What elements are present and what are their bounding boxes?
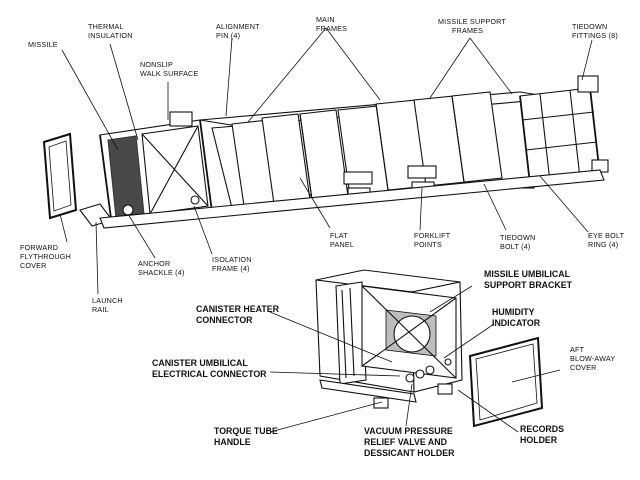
svg-text:FITTINGS (8): FITTINGS (8): [572, 31, 618, 40]
label-vacuum-pressure-relief-valve: VACUUM PRESSURE RELIEF VALVE AND DESSICA…: [364, 426, 455, 458]
svg-text:PANEL: PANEL: [330, 240, 354, 249]
svg-text:FLAT: FLAT: [330, 231, 348, 240]
label-canister-heater-connector: CANISTER HEATER CONNECTOR: [196, 304, 280, 325]
svg-text:TORQUE TUBE: TORQUE TUBE: [214, 426, 278, 436]
aft-end-frame: [511, 75, 609, 189]
label-missile-umbilical-support-bracket: MISSILE UMBILICAL SUPPORT BRACKET: [484, 269, 573, 290]
svg-text:TIEDOWN: TIEDOWN: [500, 233, 535, 242]
svg-text:VACUUM PRESSURE: VACUUM PRESSURE: [364, 426, 453, 436]
svg-text:HUMIDITY: HUMIDITY: [492, 307, 535, 317]
svg-text:COVER: COVER: [20, 261, 47, 270]
label-alignment-pin: ALIGNMENT PIN (4): [216, 22, 260, 40]
svg-text:MISSILE: MISSILE: [28, 40, 58, 49]
label-isolation-frame: ISOLATION FRAME (4): [212, 255, 252, 273]
svg-text:ELECTRICAL CONNECTOR: ELECTRICAL CONNECTOR: [152, 369, 267, 379]
svg-text:FORKLIFT: FORKLIFT: [414, 231, 451, 240]
svg-text:SUPPORT BRACKET: SUPPORT BRACKET: [484, 280, 573, 290]
svg-text:TIEDOWN: TIEDOWN: [572, 22, 607, 31]
svg-text:FORWARD: FORWARD: [20, 243, 58, 252]
svg-text:ALIGNMENT: ALIGNMENT: [216, 22, 260, 31]
svg-text:FRAMES: FRAMES: [316, 24, 347, 33]
svg-text:COVER: COVER: [570, 363, 597, 372]
svg-text:RECORDS: RECORDS: [520, 424, 564, 434]
canister-body: [42, 75, 609, 229]
main-frames: [231, 91, 503, 207]
svg-text:FRAME (4): FRAME (4): [212, 264, 250, 273]
label-thermal-insulation: THERMAL INSULATION: [88, 22, 133, 40]
svg-text:LAUNCH: LAUNCH: [92, 296, 123, 305]
label-launch-rail: LAUNCH RAIL: [92, 296, 123, 314]
aft-end-detail: [315, 269, 463, 409]
leader-lines-top: [59, 27, 593, 295]
label-forward-flythrough-cover: FORWARD FLYTHROUGH COVER: [20, 243, 71, 270]
svg-text:INSULATION: INSULATION: [88, 31, 133, 40]
svg-text:BLOW-AWAY: BLOW-AWAY: [570, 354, 615, 363]
label-aft-blow-away-cover: AFT BLOW-AWAY COVER: [570, 345, 615, 372]
svg-text:MISSILE UMBILICAL: MISSILE UMBILICAL: [484, 269, 571, 279]
label-missile: MISSILE: [28, 40, 58, 49]
svg-text:SHACKLE (4): SHACKLE (4): [138, 268, 185, 277]
leader-lines-bottom: [269, 285, 561, 433]
svg-text:POINTS: POINTS: [414, 240, 442, 249]
svg-text:ANCHOR: ANCHOR: [138, 259, 170, 268]
svg-text:DESSICANT HOLDER: DESSICANT HOLDER: [364, 448, 455, 458]
svg-text:EYE BOLT: EYE BOLT: [588, 231, 625, 240]
base-rail: [99, 169, 605, 229]
label-main-frames: MAIN FRAMES: [316, 15, 347, 33]
svg-text:RING (4): RING (4): [588, 240, 618, 249]
aft-blow-away-cover: [468, 336, 544, 428]
svg-text:WALK SURFACE: WALK SURFACE: [140, 69, 198, 78]
forward-flythrough-cover: [42, 132, 78, 220]
svg-text:HANDLE: HANDLE: [214, 437, 251, 447]
svg-text:THERMAL: THERMAL: [88, 22, 124, 31]
svg-text:AFT: AFT: [570, 345, 585, 354]
svg-text:NONSLIP: NONSLIP: [140, 60, 173, 69]
svg-text:PIN (4): PIN (4): [216, 31, 240, 40]
label-tiedown-bolt: TIEDOWN BOLT (4): [500, 233, 535, 251]
svg-text:FRAMES: FRAMES: [452, 26, 483, 35]
svg-text:RELIEF VALVE AND: RELIEF VALVE AND: [364, 437, 447, 447]
svg-text:INDICATOR: INDICATOR: [492, 318, 541, 328]
svg-text:ISOLATION: ISOLATION: [212, 255, 252, 264]
svg-text:MAIN: MAIN: [316, 15, 335, 24]
label-tiedown-fittings: TIEDOWN FITTINGS (8): [572, 22, 618, 40]
label-canister-umbilical-electrical-connector: CANISTER UMBILICAL ELECTRICAL CONNECTOR: [152, 358, 267, 379]
label-missile-support-frames: MISSILE SUPPORT FRAMES: [438, 17, 506, 35]
svg-text:CANISTER UMBILICAL: CANISTER UMBILICAL: [152, 358, 248, 368]
svg-text:BOLT (4): BOLT (4): [500, 242, 531, 251]
svg-text:CONNECTOR: CONNECTOR: [196, 315, 253, 325]
label-eye-bolt-ring: EYE BOLT RING (4): [588, 231, 625, 249]
svg-text:MISSILE SUPPORT: MISSILE SUPPORT: [438, 17, 506, 26]
svg-text:FLYTHROUGH: FLYTHROUGH: [20, 252, 71, 261]
label-anchor-shackle: ANCHOR SHACKLE (4): [138, 259, 185, 277]
svg-text:RAIL: RAIL: [92, 305, 109, 314]
label-records-holder: RECORDS HOLDER: [520, 424, 564, 445]
svg-text:HOLDER: HOLDER: [520, 435, 558, 445]
label-torque-tube-handle: TORQUE TUBE HANDLE: [214, 426, 278, 447]
label-nonslip-walk-surface: NONSLIP WALK SURFACE: [140, 60, 198, 78]
svg-text:CANISTER HEATER: CANISTER HEATER: [196, 304, 280, 314]
label-flat-panel: FLAT PANEL: [330, 231, 354, 249]
forward-end-frame: [99, 111, 213, 227]
label-humidity-indicator: HUMIDITY INDICATOR: [492, 307, 541, 328]
label-forklift-points: FORKLIFT POINTS: [414, 231, 451, 249]
